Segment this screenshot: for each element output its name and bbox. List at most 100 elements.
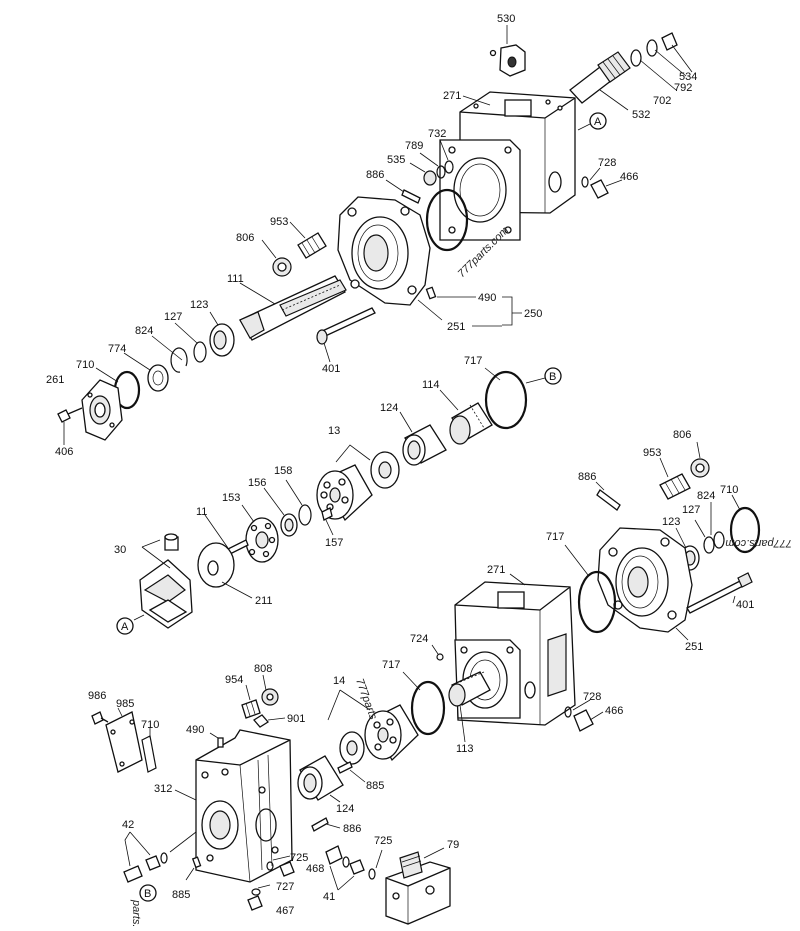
label: 153 — [222, 492, 240, 504]
label: 251 — [685, 641, 703, 653]
label: 123 — [662, 516, 680, 528]
label: 466 — [605, 705, 623, 717]
part-rings-732-789-535 — [409, 139, 454, 186]
label: 728 — [598, 157, 616, 169]
part-211-plate — [197, 542, 253, 599]
label: 156 — [248, 477, 266, 489]
label: 124 — [380, 402, 398, 414]
leader-717-mid — [484, 367, 501, 381]
label: 114 — [422, 379, 440, 391]
label: 727 — [276, 881, 294, 893]
label: 954 — [225, 674, 243, 686]
label: 466 — [620, 171, 638, 183]
watermark-text: 777parts.com — [725, 537, 792, 549]
label: 732 — [428, 128, 446, 140]
part-30-swash-plate — [133, 533, 193, 629]
part-725-ring-right — [368, 849, 383, 880]
label: 532 — [632, 109, 650, 121]
label: 250 — [524, 308, 542, 320]
part-271-casing-top — [439, 91, 591, 241]
label: 127 — [682, 504, 700, 516]
part-13-cylinder-block — [316, 444, 400, 522]
label: 534 — [679, 71, 697, 83]
part-111-shaft — [239, 275, 347, 341]
part-261-seal-cover — [81, 379, 123, 441]
o-ring-top — [425, 188, 469, 252]
part-406-bolt — [57, 407, 83, 445]
label: 271 — [443, 90, 461, 102]
part-113-shaft — [448, 671, 491, 743]
label: 490 — [478, 292, 496, 304]
label: 111 — [227, 273, 244, 285]
part-725-468-727-467 — [247, 855, 295, 911]
label: 406 — [55, 446, 73, 458]
label: 113 — [456, 743, 474, 755]
label: 806 — [673, 429, 691, 441]
label: 886 — [578, 471, 596, 483]
leader-717-right — [564, 544, 589, 576]
label: 985 — [116, 698, 134, 710]
label: 251 — [447, 321, 465, 333]
label: 717 — [546, 531, 564, 543]
label: 986 — [88, 690, 106, 702]
part-885-pin-left — [185, 856, 202, 881]
leader-b-mid — [525, 377, 546, 384]
part-532-plug-assembly — [569, 32, 693, 111]
part-886-pin-right — [595, 481, 621, 511]
watermark-text: 777parts — [353, 677, 379, 722]
o-ring-717-right — [577, 570, 617, 634]
part-886-pin-lower — [311, 817, 341, 832]
part-158-156-157-small — [263, 479, 334, 537]
label: 824 — [697, 490, 715, 502]
label: 42 — [122, 819, 134, 831]
label: 717 — [464, 355, 482, 367]
label: 885 — [172, 889, 190, 901]
label: 774 — [108, 343, 126, 355]
label: 127 — [164, 311, 182, 323]
part-401-bolt-top — [316, 307, 376, 363]
label: 725 — [374, 835, 392, 847]
part-123-bearing-top — [209, 311, 235, 357]
label: 710 — [720, 484, 738, 496]
part-271-casing-right — [454, 573, 576, 726]
label: 789 — [405, 140, 423, 152]
label: 468 — [306, 863, 324, 875]
label: B — [144, 888, 151, 900]
part-153-retainer-plate — [241, 504, 279, 563]
label: 401 — [322, 363, 340, 375]
part-312-valve-block — [174, 729, 293, 883]
part-728-466-right — [564, 699, 604, 732]
part-885-pin-lower — [337, 761, 366, 783]
label: 886 — [343, 823, 361, 835]
part-42-plugs — [123, 831, 197, 883]
label: 953 — [643, 447, 661, 459]
label: 312 — [154, 783, 172, 795]
label: B — [549, 371, 556, 383]
reference-b-circle-lower — [139, 884, 157, 902]
label: 261 — [46, 374, 64, 386]
label: 79 — [447, 839, 459, 851]
label: 30 — [114, 544, 126, 556]
label: 901 — [287, 713, 305, 725]
label: 11 — [196, 506, 207, 518]
part-808-954-901 — [241, 674, 286, 728]
part-985-cover-plate — [91, 707, 157, 773]
label: 211 — [255, 595, 273, 607]
leader-710-top — [95, 367, 119, 383]
part-114-spline-coupling — [439, 389, 493, 445]
label: 725 — [290, 852, 308, 864]
part-124-bearing-lower — [297, 755, 344, 803]
part-251-cover-top — [337, 196, 476, 321]
part-490-pin-lower — [209, 732, 224, 748]
label: 953 — [270, 216, 288, 228]
label: 530 — [497, 13, 515, 25]
label: 123 — [190, 299, 208, 311]
part-886-pin-top — [385, 179, 421, 204]
label: A — [594, 116, 602, 128]
label: 271 — [487, 564, 505, 576]
label: 124 — [336, 803, 354, 815]
part-401-bolt-right — [686, 572, 753, 614]
label: 467 — [276, 905, 294, 917]
